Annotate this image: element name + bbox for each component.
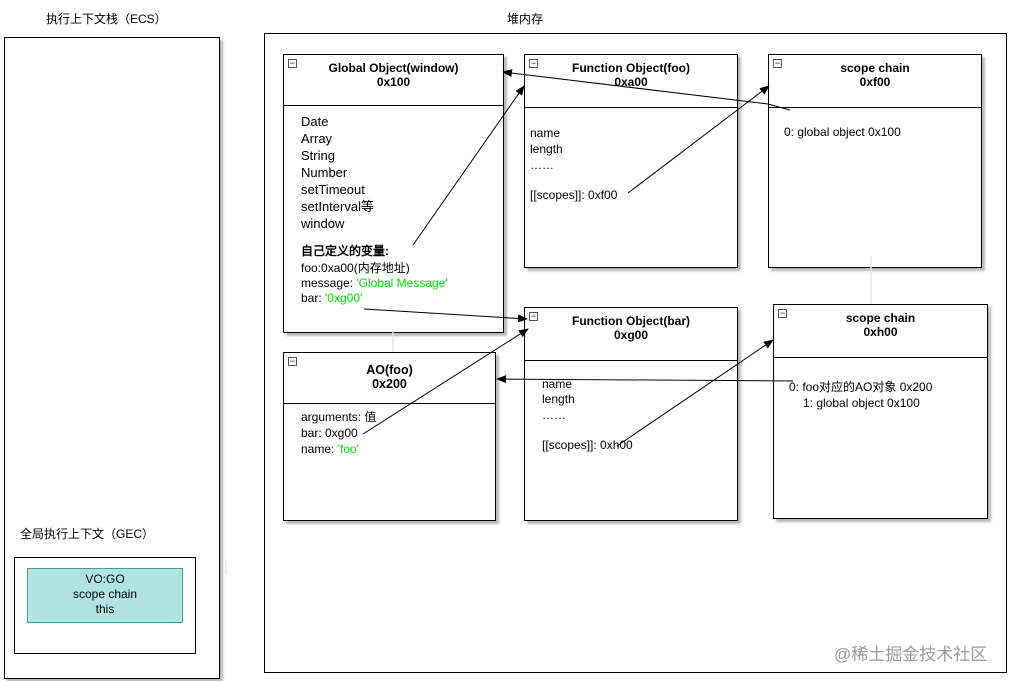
scope-chain-f00-header: scope chain 0xf00: [769, 55, 981, 108]
global-object-title: Global Object(window): [328, 61, 459, 75]
scope-chain-f00-address: 0xf00: [859, 75, 891, 89]
global-object-address: 0x100: [376, 75, 411, 89]
arrow-scopes-to-h00: [616, 339, 774, 447]
function-foo-prop: name: [530, 126, 561, 140]
function-foo-scopes: [[scopes]]: 0xf00: [530, 188, 618, 202]
bar-var-line: bar: '0xg00': [301, 290, 362, 306]
scope-chain-h00-item: 0: foo对应的AO对象 0x200: [789, 380, 933, 394]
scope-chain-f00-box: scope chain 0xf00 − 0: global object 0x1…: [768, 54, 982, 268]
function-foo-box: Function Object(foo) 0xa00 − name length…: [524, 54, 738, 268]
message-key: message:: [301, 276, 357, 290]
vo-line: VO:GO: [85, 572, 125, 586]
foo-var-line: foo:0xa00(内存地址): [301, 261, 410, 275]
function-bar-header: Function Object(bar) 0xg00: [525, 308, 737, 361]
arrow-bar-to-function-bar: [363, 308, 528, 323]
arrow-foo-to-function-foo: [412, 85, 525, 246]
function-foo-header: Function Object(foo) 0xa00: [525, 55, 737, 108]
collapse-icon[interactable]: −: [288, 356, 297, 366]
gec-title: 全局执行上下文（GEC）: [20, 527, 155, 541]
scope-chain-f00-title: scope chain: [840, 61, 910, 75]
bar-key: bar:: [301, 291, 326, 305]
ao-foo-name: name: 'foo': [301, 441, 359, 457]
function-bar-prop: name: [542, 377, 573, 391]
scope-chain-h00-item: 1: global object 0x100: [803, 396, 920, 410]
arrow-ao-bar-to-function-bar: [362, 328, 529, 435]
vo-line: scope chain: [72, 587, 138, 601]
scope-chain-h00-address: 0xh00: [863, 325, 898, 339]
collapse-icon[interactable]: −: [529, 311, 538, 321]
function-bar-box: Function Object(bar) 0xg00 − name length…: [524, 307, 738, 521]
vo-line: this: [95, 602, 115, 616]
builtin-list: Date Array String Number setTimeout setI…: [301, 113, 374, 232]
watermark: @稀土掘金技术社区: [834, 645, 988, 664]
builtin-item: Date: [301, 114, 329, 129]
function-bar-prop: ……: [542, 408, 566, 422]
ecs-title: 执行上下文栈（ECS）: [46, 12, 167, 26]
message-var-line: message: 'Global Message': [301, 275, 448, 291]
builtin-item: Array: [301, 131, 333, 146]
custom-vars-header: 自己定义的变量:: [301, 244, 389, 258]
bar-value: '0xg00': [325, 291, 363, 305]
function-foo-prop: length: [530, 142, 563, 156]
arrow-h00-to-ao-foo: [496, 375, 794, 384]
function-bar-prop: length: [542, 392, 575, 406]
ao-foo-bar: bar: 0xg00: [301, 426, 358, 440]
function-foo-address: 0xa00: [614, 75, 648, 89]
collapse-icon[interactable]: −: [773, 58, 782, 68]
collapse-icon[interactable]: −: [529, 58, 538, 68]
builtin-item: Number: [301, 165, 348, 180]
message-value: 'Global Message': [356, 276, 448, 290]
ao-foo-name-key: name:: [301, 442, 338, 456]
collapse-icon[interactable]: −: [778, 308, 787, 318]
global-object-box: Global Object(window) 0x100 − Date Array…: [283, 54, 504, 333]
function-bar-title: Function Object(bar): [572, 314, 690, 328]
builtin-item: setInterval等: [301, 199, 374, 214]
collapse-icon[interactable]: −: [288, 58, 297, 68]
scope-chain-h00-header: scope chain 0xh00: [774, 305, 987, 358]
builtin-item: setTimeout: [301, 182, 365, 197]
heap-title: 堆内存: [507, 12, 544, 26]
builtin-item: String: [301, 148, 335, 163]
global-object-header: Global Object(window) 0x100: [284, 55, 503, 106]
vo-box: VO:GO scope chain this: [27, 568, 183, 623]
function-foo-prop: ……: [530, 158, 554, 172]
scope-chain-h00-box: scope chain 0xh00 − 0: foo对应的AO对象 0x200 …: [773, 304, 988, 519]
function-bar-address: 0xg00: [613, 328, 649, 342]
ao-foo-title: AO(foo): [366, 363, 413, 377]
builtin-item: window: [301, 216, 345, 231]
arrow-scope-f00-to-global: [502, 69, 791, 111]
ao-foo-arguments: arguments: 值: [301, 410, 377, 424]
ao-foo-header: AO(foo) 0x200: [284, 353, 495, 404]
ao-foo-address: 0x200: [372, 377, 407, 391]
scope-chain-f00-item: 0: global object 0x100: [784, 125, 901, 139]
scope-chain-h00-title: scope chain: [845, 311, 916, 325]
ao-foo-box: AO(foo) 0x200 − arguments: 值 bar: 0xg00 …: [283, 352, 496, 521]
arrow-scopes-to-f00: [627, 85, 770, 194]
function-bar-scopes: [[scopes]]: 0xh00: [542, 438, 633, 452]
ao-foo-name-value: 'foo': [337, 442, 359, 456]
function-foo-title: Function Object(foo): [572, 61, 690, 75]
